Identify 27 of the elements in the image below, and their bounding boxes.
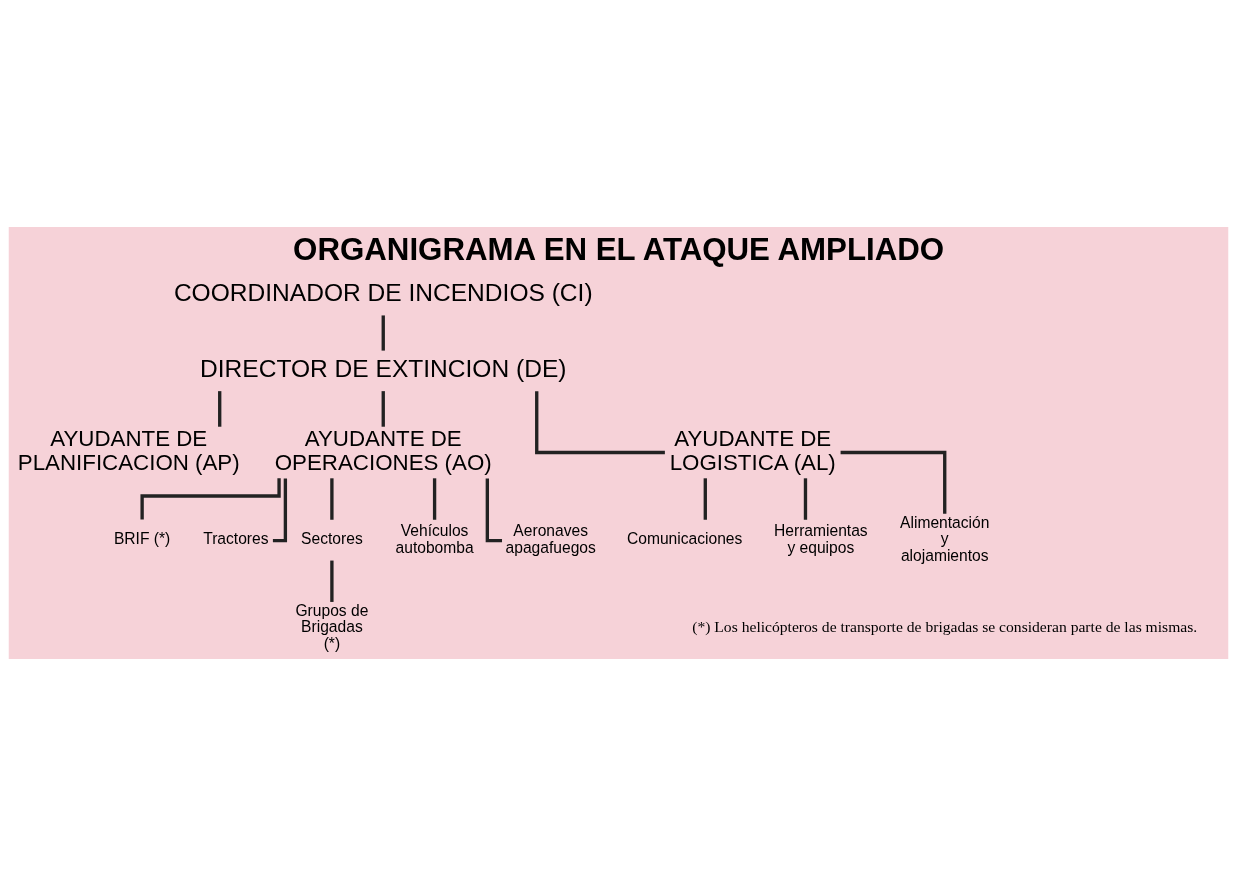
- node-text: AYUDANTE DE OPERACIONES (AO): [274, 425, 492, 476]
- node-text: Aeronaves apagafuegos: [505, 521, 596, 556]
- node-text: Herramientas y equipos: [773, 521, 868, 556]
- node-text: BRIF (*): [113, 530, 171, 548]
- diagram-title: ORGANIGRAMA EN EL ATAQUE AMPLIADO: [293, 231, 945, 267]
- connector: [218, 391, 222, 427]
- connector: [803, 478, 808, 520]
- node-text: AYUDANTE DE PLANIFICACION (AP): [17, 425, 240, 476]
- node-text: Tractores: [203, 530, 269, 548]
- label: (*) Los helicópteros de transporte de brigadas se consideran parte de las mismas.: [692, 618, 1198, 636]
- connector: [330, 478, 334, 520]
- node-text: Alimentación y alojamientos: [900, 513, 990, 564]
- connector: [330, 560, 334, 602]
- node-text: COORDINADOR DE INCENDIOS (CI): [173, 279, 593, 307]
- connector: [703, 478, 707, 520]
- connector: [432, 478, 437, 520]
- connector: [840, 450, 947, 514]
- connector: [381, 391, 385, 427]
- connector: [381, 315, 385, 351]
- node-text: DIRECTOR DE EXTINCION (DE): [200, 355, 567, 383]
- connector: [140, 478, 281, 520]
- node-text: Vehículos autobomba: [395, 521, 474, 556]
- node-text: Grupos de Brigadas (*): [295, 601, 369, 653]
- connector: [535, 391, 665, 455]
- node-text: AYUDANTE DE LOGISTICA (AL): [669, 425, 836, 476]
- node-text: Comunicaciones: [626, 530, 743, 548]
- node-text: Sectores: [301, 530, 363, 548]
